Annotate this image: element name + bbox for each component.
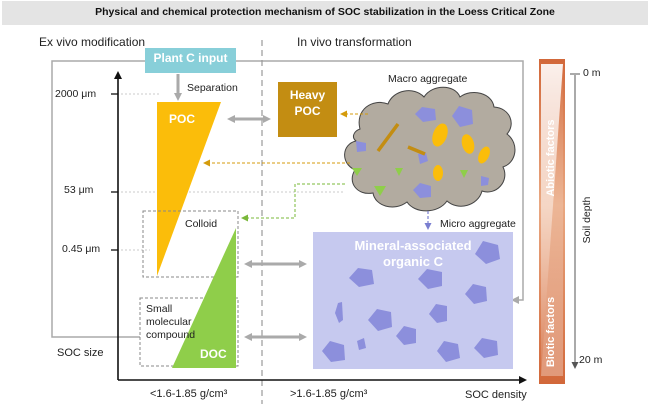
biotic-wedge	[541, 64, 563, 376]
macro-aggregate-label: Macro aggregate	[388, 73, 468, 85]
in-vivo-label: In vivo transformation	[297, 35, 412, 49]
heavy-poc-label-1: Heavy	[289, 88, 326, 102]
x-range-left: <1.6-1.85 g/cm³	[150, 388, 228, 400]
diagram-title: Physical and chemical protection mechani…	[95, 6, 555, 18]
small-molecule-label-2: molecular	[146, 316, 192, 328]
ex-vivo-label: Ex vivo modification	[39, 35, 146, 49]
y-tick-label-53: 53 μm	[64, 184, 94, 196]
poc-label: POC	[169, 112, 196, 126]
biotic-factors-label: Biotic factors	[545, 296, 557, 368]
colloid-label: Colloid	[185, 218, 218, 230]
separation-label: Separation	[187, 82, 238, 94]
heavy-poc-box	[278, 82, 337, 137]
colloid-box	[142, 210, 239, 278]
poc-wedge	[157, 102, 221, 276]
doc-label: DOC	[200, 347, 227, 361]
y-tick-label-045: 0.45 μm	[62, 243, 101, 255]
outer-loop-right	[236, 60, 524, 304]
small-molecule-label-3: compound	[146, 329, 196, 341]
depth-top-label: 0 m	[583, 67, 601, 79]
doc-wedge	[172, 228, 236, 368]
y-tick-label-2000: 2000 μm	[55, 88, 97, 100]
soil-depth-label: Soil depth	[581, 196, 593, 244]
macro-aggregate-inclusions	[352, 106, 490, 198]
plant-c-input-box	[145, 48, 236, 73]
maoc-label-1: Mineral-associated	[354, 238, 472, 253]
heavy-poc-label-2: POC	[294, 104, 321, 118]
x-range-right: >1.6-1.85 g/cm³	[290, 388, 368, 400]
micro-aggregate-label: Micro aggregate	[440, 218, 516, 230]
maoc-label-2: organic C	[383, 254, 443, 269]
small-molecule-label-1: Small	[146, 303, 173, 315]
abiotic-factors-label: Abiotic factors	[545, 119, 557, 197]
y-axis-label: SOC size	[57, 347, 104, 359]
aggregate-to-colloid-arrow	[241, 183, 345, 222]
depth-bottom-label: 20 m	[579, 354, 603, 366]
maoc-minerals	[322, 241, 500, 362]
x-axis-label: SOC density	[465, 389, 527, 401]
plant-c-input-label: Plant C input	[153, 51, 228, 65]
title-bar	[2, 1, 648, 25]
outer-loop	[51, 60, 145, 338]
